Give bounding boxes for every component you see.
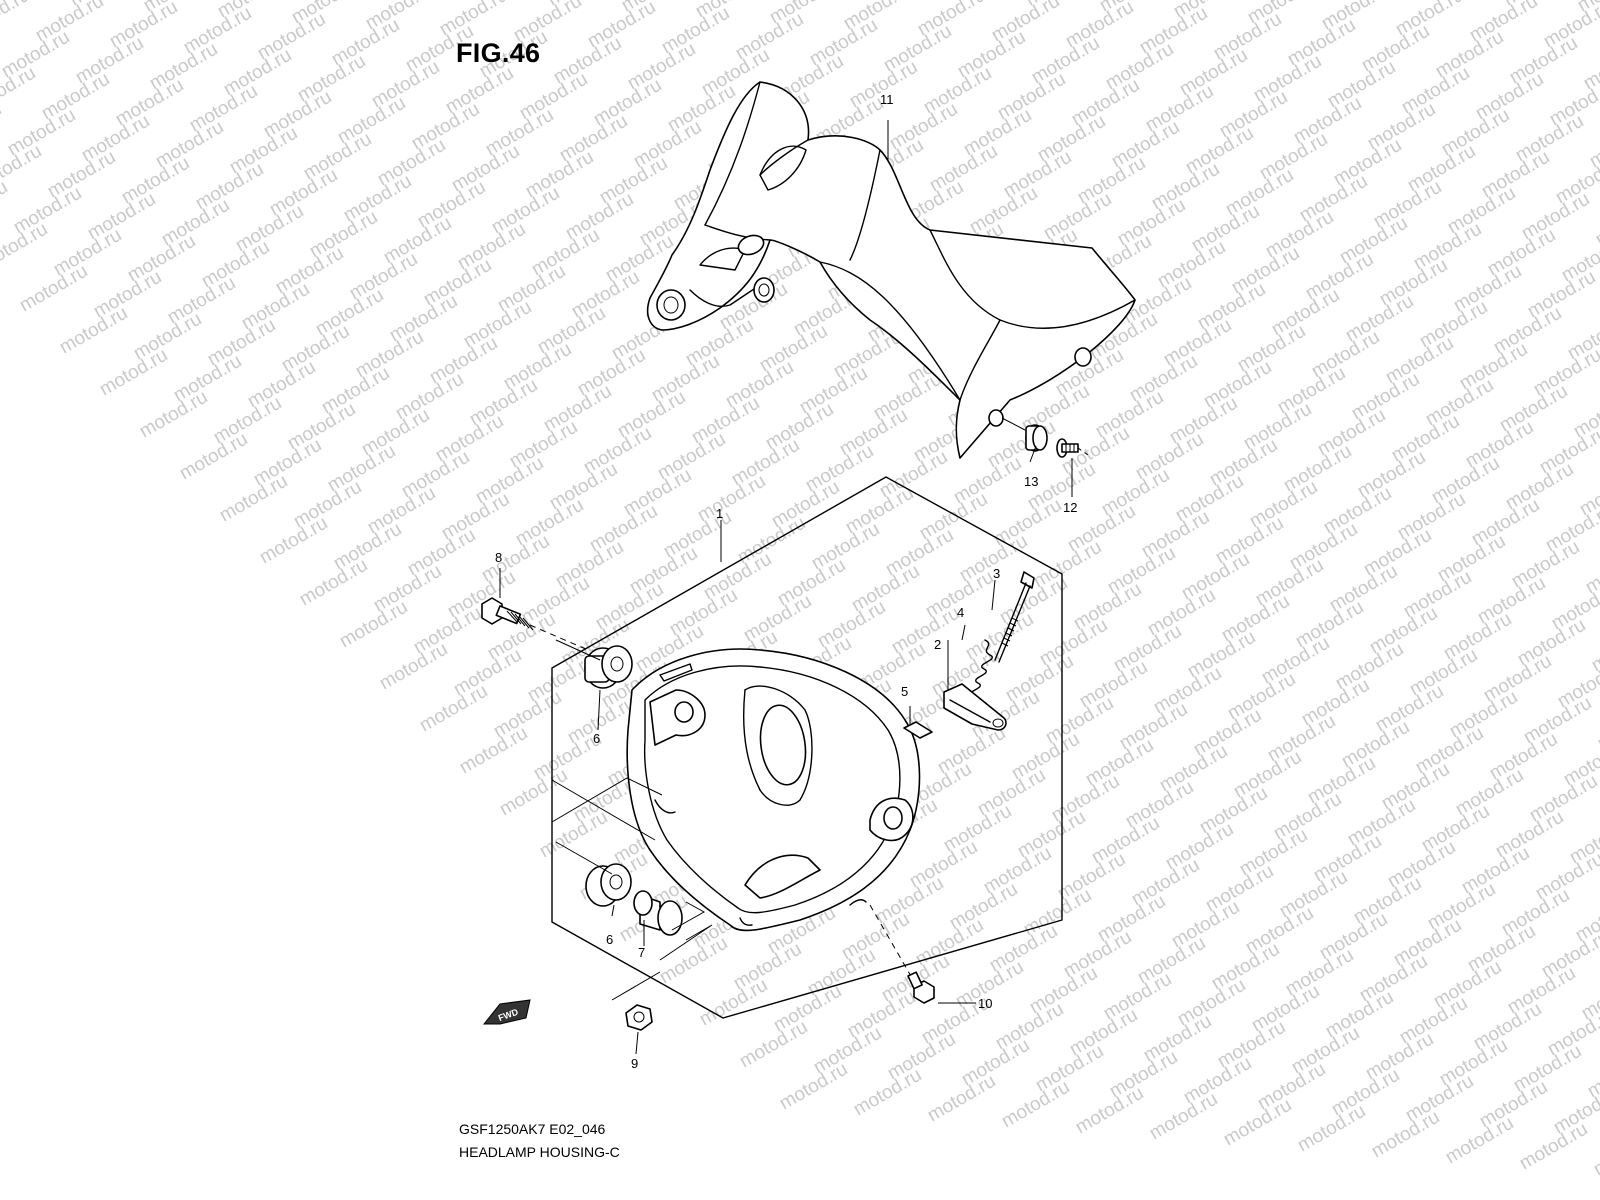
callout-5: 5 <box>901 684 908 699</box>
callout-6b: 6 <box>606 932 613 947</box>
callout-9: 9 <box>631 1056 638 1071</box>
nut-part <box>625 1004 653 1031</box>
model-code-label: GSF1250AK7 E02_046 <box>459 1121 606 1137</box>
screw-part <box>1056 438 1089 458</box>
leader-lines <box>499 120 1073 1055</box>
callout-13: 13 <box>1024 474 1038 489</box>
callout-3: 3 <box>993 566 1000 581</box>
callout-1: 1 <box>716 506 723 521</box>
bolt-part <box>481 597 589 651</box>
assembly-outline <box>551 476 1063 1019</box>
figure-title: FIG.46 <box>456 38 541 68</box>
headlamp-cover-part <box>646 81 1136 459</box>
bushing-lower-part <box>585 863 632 907</box>
callout-11: 11 <box>880 92 894 107</box>
callout-7: 7 <box>638 945 645 960</box>
callout-12: 12 <box>1063 500 1077 515</box>
callout-labels: 1 2 3 4 5 6 6 7 8 9 10 11 12 13 <box>495 92 1077 1071</box>
callout-10: 10 <box>978 996 992 1011</box>
grommet-part <box>1001 417 1048 452</box>
fwd-arrow-icon: FWD <box>482 999 531 1025</box>
small-bolt-part <box>869 904 935 1004</box>
collar-part <box>633 890 683 936</box>
bushing-upper-part <box>584 645 633 689</box>
callout-2: 2 <box>934 637 941 652</box>
headlamp-housing-part <box>626 648 921 932</box>
callout-4: 4 <box>957 605 964 620</box>
adjusting-screw-part <box>994 571 1035 663</box>
bracket-part <box>943 683 1007 731</box>
callout-6a: 6 <box>593 731 600 746</box>
nut-plate-part <box>903 721 933 739</box>
callout-8: 8 <box>495 550 502 565</box>
figure-name-label: HEADLAMP HOUSING-C <box>459 1144 620 1160</box>
